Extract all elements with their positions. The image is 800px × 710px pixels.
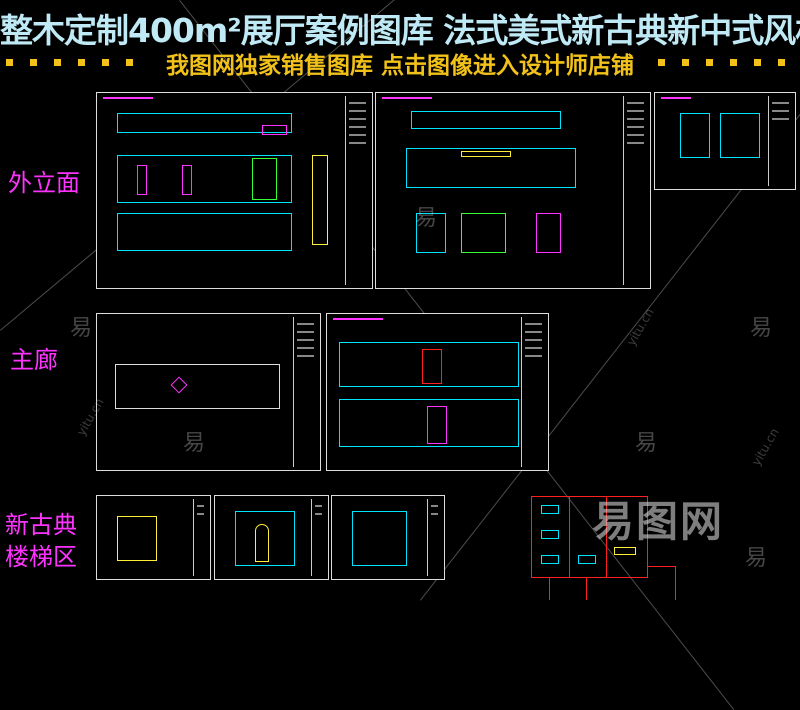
- drawing-title-bar: [103, 97, 153, 99]
- corridor-plan-outline: [115, 364, 280, 409]
- decor-dots-right: [658, 59, 785, 66]
- stair-plan: [117, 516, 157, 561]
- cad-drawing-stair-plan[interactable]: [96, 495, 211, 580]
- leader-line: [549, 578, 550, 600]
- sign-band: [461, 151, 511, 157]
- elevation: [720, 113, 760, 158]
- watermark-char: 易: [635, 431, 658, 456]
- watermark-char: 易: [745, 546, 768, 571]
- elevation-top: [117, 113, 292, 133]
- title-block: [345, 96, 369, 285]
- detail-divider: [606, 496, 607, 578]
- panel-accent: [422, 349, 442, 384]
- title-block: [768, 96, 792, 186]
- arched-door: [255, 524, 269, 562]
- panel-accent: [427, 406, 447, 444]
- hardware-detail: [541, 505, 559, 514]
- cad-drawing-facade-3[interactable]: [654, 92, 796, 190]
- watermark-char: 易: [70, 316, 93, 341]
- hardware-detail: [578, 555, 596, 564]
- page-title: 整木定制400m²展厅案例图库 法式美式新古典新中式风格: [0, 11, 800, 50]
- drawing-title-bar: [382, 97, 432, 99]
- title-block: [311, 499, 325, 576]
- watermark-char: 易: [750, 316, 773, 341]
- elevation-arches: [406, 148, 576, 188]
- car-outline: [262, 125, 287, 135]
- watermark-char: 易: [415, 206, 438, 231]
- elevation-arches-2: [117, 213, 292, 251]
- detail-divider: [569, 496, 570, 578]
- stair-section: [352, 511, 407, 566]
- section-label-corridor: 主廊: [10, 346, 58, 374]
- watermark-url: yitu.cn: [749, 425, 782, 469]
- section-detail: [416, 213, 446, 253]
- corridor-elevation-lower: [339, 399, 519, 447]
- cad-drawing-facade-1[interactable]: [96, 92, 373, 289]
- watermark-logo: 易图网: [592, 497, 725, 546]
- elevation: [680, 113, 710, 158]
- leader-line: [648, 566, 675, 567]
- hardware-detail: [541, 555, 559, 564]
- title-block: [521, 317, 545, 467]
- drawing-title-bar: [661, 97, 691, 99]
- elevation-top: [411, 111, 561, 129]
- stair-elevation: [235, 511, 295, 566]
- title-block: [293, 317, 317, 467]
- section-label-stair-1: 新古典: [5, 511, 77, 539]
- section-detail: [312, 155, 328, 245]
- cad-drawing-corridor-elevation[interactable]: [326, 313, 549, 471]
- elevation-arches: [117, 155, 292, 203]
- cad-drawing-corridor-plan[interactable]: [96, 313, 321, 471]
- store-link[interactable]: 我图网独家销售图库 点击图像进入设计师店铺: [165, 53, 634, 79]
- cad-drawing-facade-2[interactable]: [375, 92, 651, 289]
- watermark-char: 易: [183, 431, 206, 456]
- leader-line: [586, 578, 587, 600]
- arch-window: [182, 165, 192, 195]
- hardware-detail: [614, 547, 636, 555]
- decor-dots-left: [6, 59, 133, 66]
- door: [252, 158, 277, 200]
- drawing-title-bar: [333, 318, 383, 320]
- door-frame: [461, 213, 506, 253]
- title-block: [623, 96, 647, 285]
- corridor-elevation-upper: [339, 342, 519, 387]
- cad-drawing-stair-elevation-2[interactable]: [331, 495, 445, 580]
- section-label-facade: 外立面: [8, 169, 80, 197]
- title-block: [427, 499, 441, 576]
- column-detail: [536, 213, 561, 253]
- arch-window: [137, 165, 147, 195]
- leader-line: [675, 566, 676, 600]
- title-block: [193, 499, 207, 576]
- detail-frame: [531, 496, 648, 578]
- section-label-stair-2: 楼梯区: [5, 543, 77, 571]
- cad-drawing-stair-elevation-1[interactable]: [214, 495, 329, 580]
- watermark-url: yitu.cn: [624, 305, 657, 349]
- hardware-detail: [541, 530, 559, 539]
